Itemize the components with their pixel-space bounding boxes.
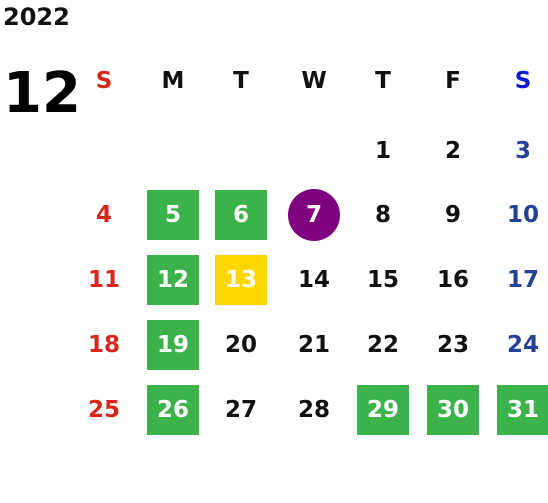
day-cell-10[interactable]: 10	[506, 202, 539, 228]
day-cell-15[interactable]: 15	[366, 267, 399, 293]
weekday-header-mon: M	[161, 68, 185, 94]
weekday-header-sun: S	[95, 68, 113, 94]
day-cell-11[interactable]: 11	[87, 267, 120, 293]
day-cell-25[interactable]: 25	[87, 397, 120, 423]
day-cell-2[interactable]: 2	[444, 138, 461, 164]
day-cell-18[interactable]: 18	[87, 332, 120, 358]
day-cell-14[interactable]: 14	[297, 267, 330, 293]
day-cell-29[interactable]: 29	[357, 385, 409, 435]
weekday-header-fri: F	[445, 68, 461, 94]
day-cell-21[interactable]: 21	[297, 332, 330, 358]
day-cell-13[interactable]: 13	[215, 255, 267, 305]
day-cell-31[interactable]: 31	[497, 385, 548, 435]
day-cell-3[interactable]: 3	[514, 138, 531, 164]
day-cell-20[interactable]: 20	[224, 332, 257, 358]
weekday-header-wed: W	[301, 68, 327, 94]
weekday-header-thu: T	[375, 68, 391, 94]
weekday-header-tue: T	[233, 68, 249, 94]
weekday-header-sat: S	[514, 68, 532, 94]
day-cell-24[interactable]: 24	[506, 332, 539, 358]
day-cell-4[interactable]: 4	[95, 202, 112, 228]
day-cell-30[interactable]: 30	[427, 385, 479, 435]
day-cell-1[interactable]: 1	[374, 138, 391, 164]
day-cell-27[interactable]: 27	[224, 397, 257, 423]
day-cell-17[interactable]: 17	[506, 267, 539, 293]
day-cell-19[interactable]: 19	[147, 320, 199, 370]
calendar-year: 2022	[3, 3, 70, 31]
day-cell-6[interactable]: 6	[215, 190, 267, 240]
day-cell-28[interactable]: 28	[297, 397, 330, 423]
day-cell-26[interactable]: 26	[147, 385, 199, 435]
day-cell-5[interactable]: 5	[147, 190, 199, 240]
day-cell-16[interactable]: 16	[436, 267, 469, 293]
day-cell-9[interactable]: 9	[444, 202, 461, 228]
day-cell-12[interactable]: 12	[147, 255, 199, 305]
day-cell-22[interactable]: 22	[366, 332, 399, 358]
day-cell-8[interactable]: 8	[374, 202, 391, 228]
calendar-month: 12	[3, 61, 81, 126]
day-cell-23[interactable]: 23	[436, 332, 469, 358]
day-cell-7[interactable]: 7	[288, 189, 340, 241]
